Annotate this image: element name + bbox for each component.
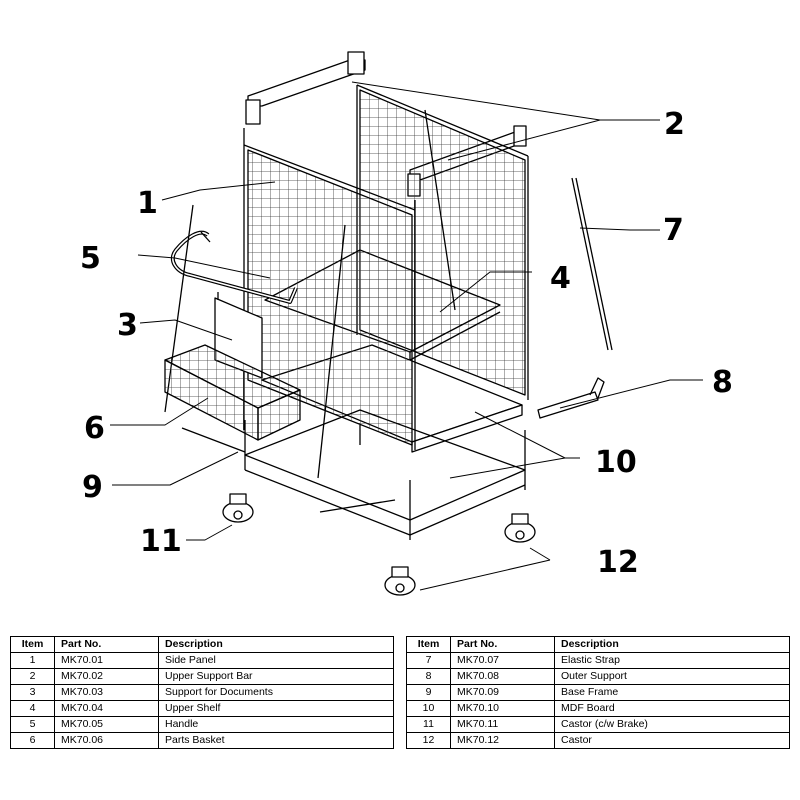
callout-12: 12 [597,545,639,580]
upper-support-bar-back [245,51,366,125]
cell-item: 7 [406,652,451,669]
cell-item: 1 [10,652,55,669]
cell-part-no: MK70.06 [54,732,159,749]
cell-item: 4 [10,700,55,717]
castor-front [384,566,416,596]
cell-description: Parts Basket [158,732,394,749]
table-header-row: Item Part No. Description [10,636,394,653]
handle [170,230,298,304]
elastic-strap-inner-2 [424,109,456,311]
side-panel-front [243,128,416,450]
cell-description: Base Frame [554,684,790,701]
cell-description: Upper Support Bar [158,668,394,685]
cell-item: 10 [406,700,451,717]
callout-2: 2 [664,107,685,142]
cell-part-no: MK70.04 [54,700,159,717]
cell-part-no: MK70.12 [450,732,555,749]
callout-1: 1 [137,186,158,221]
callout-8: 8 [712,365,733,400]
callout-5: 5 [80,241,101,276]
cell-part-no: MK70.09 [450,684,555,701]
exploded-assembly-drawing: 1 2 3 4 5 6 7 8 9 10 11 12 [80,51,733,596]
cell-description: Castor [554,732,790,749]
callout-7: 7 [663,213,684,248]
cell-description: Elastic Strap [554,652,790,669]
cell-part-no: MK70.10 [450,700,555,717]
cell-part-no: MK70.07 [450,652,555,669]
column-header-description: Description [158,636,394,653]
cell-part-no: MK70.01 [54,652,159,669]
callout-4: 4 [550,261,571,296]
outer-support [537,377,605,419]
cell-part-no: MK70.02 [54,668,159,685]
column-header-item: Item [10,636,55,653]
cell-part-no: MK70.03 [54,684,159,701]
cell-item: 3 [10,684,55,701]
leader-lines [110,81,703,591]
castor-with-brake-left [222,493,254,523]
column-header-part-no: Part No. [450,636,555,653]
cell-part-no: MK70.05 [54,716,159,733]
elastic-strap [571,177,613,351]
cell-description: Handle [158,716,394,733]
callout-10: 10 [595,445,637,480]
cell-item: 11 [406,716,451,733]
callout-11: 11 [140,524,182,559]
callout-9: 9 [82,470,103,505]
cell-description: Side Panel [158,652,394,669]
base-frame [181,409,526,540]
cell-part-no: MK70.11 [450,716,555,733]
cell-item: 6 [10,732,55,749]
cell-item: 9 [406,684,451,701]
parts-basket [164,344,301,441]
callout-6: 6 [84,411,105,446]
cell-part-no: MK70.08 [450,668,555,685]
cell-item: 5 [10,716,55,733]
cell-item: 8 [406,668,451,685]
cell-description: Upper Shelf [158,700,394,717]
table-header-row: Item Part No. Description [406,636,790,653]
column-header-part-no: Part No. [54,636,159,653]
elastic-strap-inner [317,224,346,479]
cell-description: Castor (c/w Brake) [554,716,790,733]
cell-description: Outer Support [554,668,790,685]
cell-description: Support for Documents [158,684,394,701]
callout-3: 3 [117,308,138,343]
cell-item: 12 [406,732,451,749]
column-header-description: Description [554,636,790,653]
column-header-item: Item [406,636,451,653]
cell-description: MDF Board [554,700,790,717]
cell-item: 2 [10,668,55,685]
castor-with-brake-right [504,513,536,543]
